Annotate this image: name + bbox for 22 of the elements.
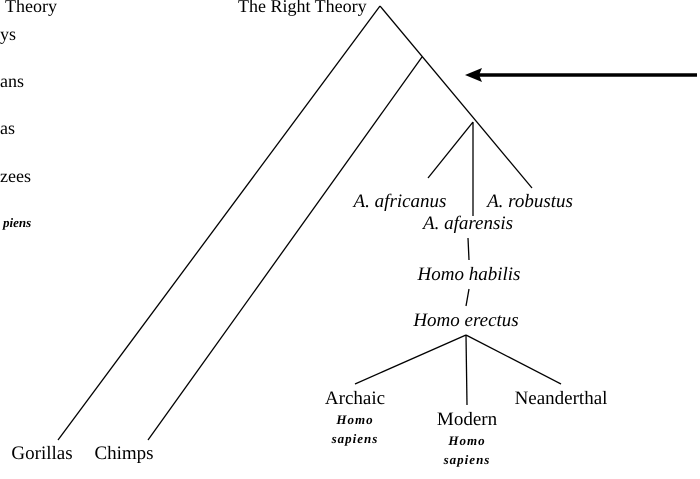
branch-line [354,334,466,385]
cut-off-label: ys [0,24,16,44]
taxon-name: Archaic [324,388,386,410]
cut-off-label: zees [0,166,31,186]
taxon-label: A. africanus [354,191,446,213]
species-name: Homo sapiens [330,411,380,448]
branch-line [465,335,468,405]
branch-line [465,288,470,306]
species-name: Homo sapiens [442,432,492,469]
taxon-label: Neanderthal [514,388,608,410]
taxon-label: A. robustus [487,191,573,213]
cut-off-label: as [0,118,15,138]
taxon-label: Homo erectus [413,310,519,332]
taxon-name: Modern [436,409,498,431]
branch-line [466,334,562,385]
taxon-label: A. afarensis [422,213,514,235]
cut-off-label: piens [3,214,32,232]
taxon-label: Homo habilis [418,264,520,286]
taxon-label: Chimps [94,443,154,465]
branch-line [467,238,470,260]
cut-off-label: ans [0,71,24,91]
taxon-label: Gorillas [11,443,73,465]
